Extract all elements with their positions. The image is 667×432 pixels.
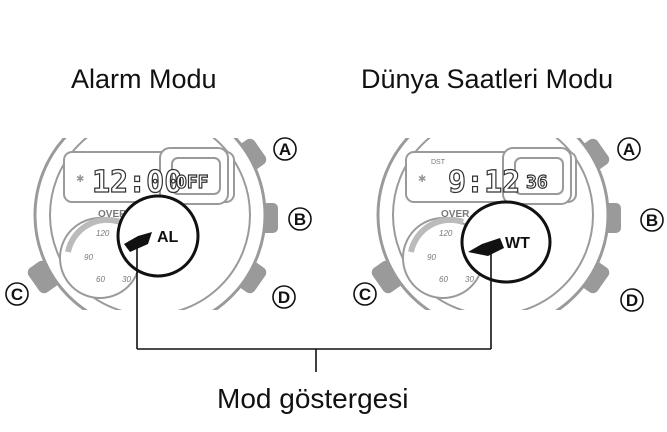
svg-text:B: B <box>294 210 306 229</box>
left-button-c-label: C <box>5 282 29 306</box>
left-120-label: 120 <box>96 229 110 238</box>
left-30-label: 30 <box>122 275 131 284</box>
button-labels: A B D C A B D C <box>5 137 664 312</box>
right-button-a-label: A <box>617 137 641 161</box>
right-30-label: 30 <box>465 275 474 284</box>
left-time-display: 12:00 <box>92 165 182 200</box>
dst-label: DST <box>431 159 446 166</box>
mode-indicator-caption: Mod göstergesi <box>217 383 409 414</box>
indicator-leader-lines <box>136 246 492 372</box>
left-60-label: 60 <box>96 275 105 284</box>
right-button-d-label: D <box>620 288 644 312</box>
left-button-b-label: B <box>288 207 312 231</box>
left-sub-display: OFF <box>176 172 209 193</box>
right-over-label: OVER <box>441 209 470 220</box>
left-mode-indicator: AL <box>116 194 200 278</box>
right-90-label: 90 <box>427 253 436 262</box>
svg-text:C: C <box>359 285 371 304</box>
left-indicator-label: AL <box>157 229 179 246</box>
right-button-c-label: C <box>353 282 377 306</box>
right-indicator-label: WT <box>505 235 530 252</box>
left-90-label: 90 <box>84 253 93 262</box>
svg-text:A: A <box>279 140 291 159</box>
left-over-label: OVER <box>98 209 127 220</box>
right-button-b-label: B <box>640 208 664 232</box>
right-60-label: 60 <box>439 275 448 284</box>
right-sub-display: 36 <box>526 172 548 193</box>
svg-text:D: D <box>626 291 638 310</box>
right-120-label: 120 <box>439 229 453 238</box>
world-time-mode-title: Dünya Saatleri Modu <box>361 64 614 94</box>
svg-text:C: C <box>11 285 23 304</box>
right-mode-indicator: WT <box>460 200 552 284</box>
alarm-mode-title: Alarm Modu <box>71 64 217 94</box>
bluetooth-icon: ✱ <box>418 174 426 185</box>
svg-text:B: B <box>646 211 658 230</box>
svg-text:D: D <box>278 288 290 307</box>
right-time-display: 9:12 <box>448 165 520 200</box>
left-button-a-label: A <box>273 137 297 161</box>
bluetooth-icon: ✱ <box>76 174 84 185</box>
svg-text:A: A <box>623 140 635 159</box>
left-button-d-label: D <box>272 285 296 309</box>
